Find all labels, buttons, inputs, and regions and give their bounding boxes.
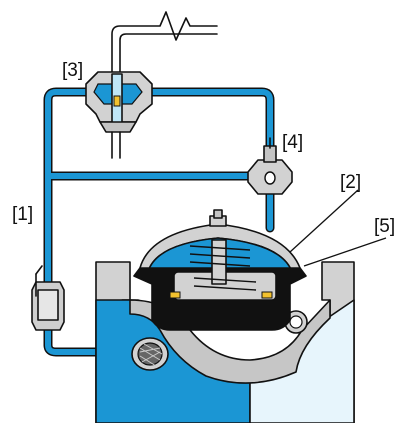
main-valve-body bbox=[95, 261, 355, 423]
callout-piping: [1] bbox=[12, 204, 33, 225]
control-piping-water bbox=[45, 89, 273, 355]
ball-valve bbox=[31, 265, 65, 331]
supply-tube bbox=[111, 11, 218, 75]
strainer bbox=[131, 337, 169, 371]
callout-diaphragm: [5] bbox=[374, 216, 395, 237]
diaphragm-assembly bbox=[133, 239, 307, 331]
callout-cover: [2] bbox=[340, 172, 361, 193]
flow-control-valve bbox=[247, 137, 293, 195]
spring bbox=[189, 245, 257, 291]
callout-flow-control: [4] bbox=[282, 132, 303, 153]
callout-pilot-valve: [3] bbox=[62, 60, 83, 81]
leader-lines bbox=[289, 189, 387, 267]
pilot-valve bbox=[85, 71, 153, 159]
